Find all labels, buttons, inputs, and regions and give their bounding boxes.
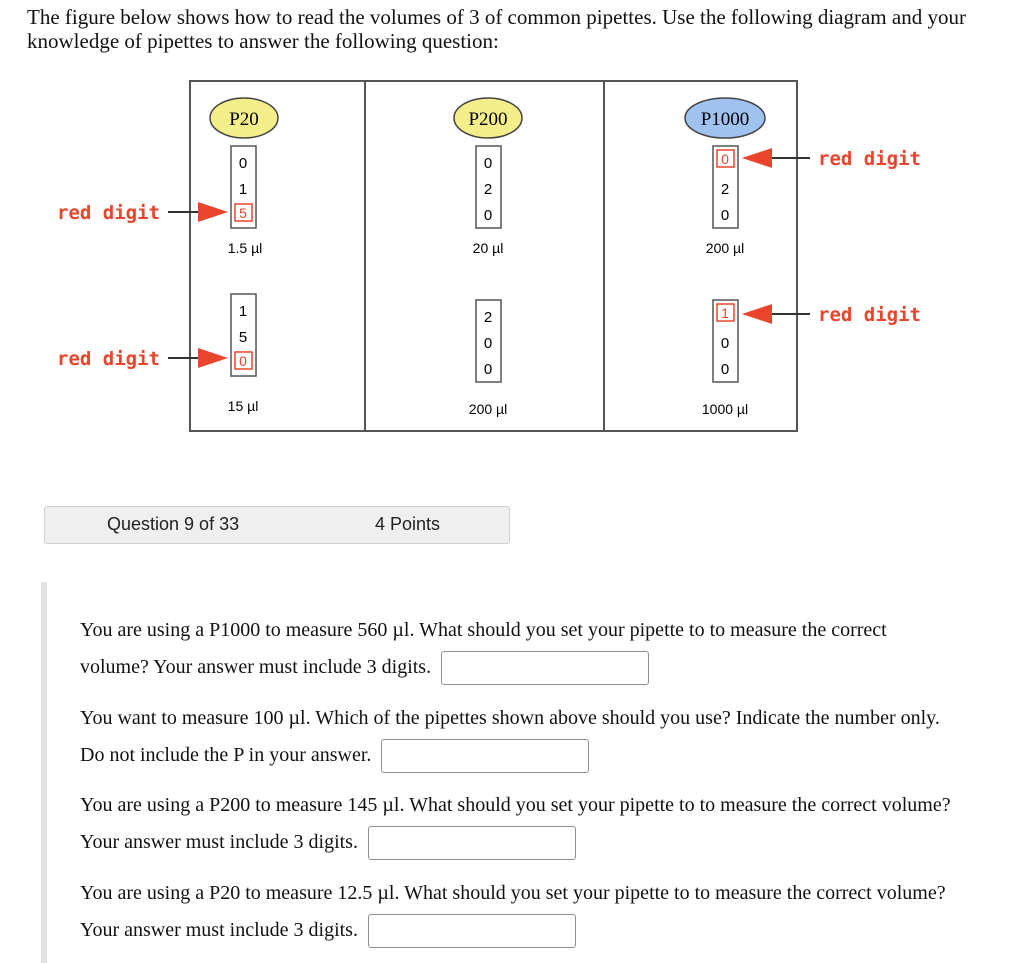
p1000-top-digit-3: 0 — [721, 207, 729, 224]
question-3-answer-input[interactable] — [367, 826, 576, 861]
question-4-answer-input[interactable] — [367, 914, 576, 949]
pipette-p20: P20 0 1 5 1.5 µl 1 5 0 15 µl — [209, 97, 279, 414]
p20-top-volume: 1.5 µl — [228, 240, 263, 256]
p1000-badge — [684, 97, 766, 139]
question-2-answer-input[interactable] — [381, 739, 590, 774]
p1000-bottom-digit-1: 1 — [721, 305, 729, 321]
p20-bottom-digit-2: 5 — [239, 329, 247, 346]
question-4-text: You are using a P20 to measure 12.5 µl. … — [80, 882, 946, 941]
p200-bottom-digit-1: 2 — [484, 309, 492, 326]
p20-badge — [209, 97, 279, 139]
red-digit-label-1: red digit — [57, 202, 160, 224]
question-header-bar: Question 9 of 33 4 Points — [44, 506, 510, 544]
question-1: You are using a P1000 to measure 560 µl.… — [80, 612, 960, 686]
question-points: 4 Points — [375, 514, 441, 534]
arrow-left-icon — [742, 148, 772, 168]
p1000-top-digit-1: 0 — [721, 151, 729, 167]
p200-top-digit-1: 0 — [484, 155, 492, 172]
p20-label: P20 — [229, 109, 259, 130]
pipette-p1000: P1000 0 2 0 200 µl 1 0 0 1000 µl — [684, 97, 766, 417]
p1000-label: P1000 — [701, 109, 750, 130]
p1000-top-volume: 200 µl — [706, 240, 744, 256]
question-2-text: You want to measure 100 µl. Which of the… — [80, 707, 940, 766]
p200-bottom-volume: 200 µl — [469, 401, 507, 417]
question-1-answer-input[interactable] — [441, 651, 650, 686]
arrow-right-icon — [198, 202, 228, 222]
question-number: Question 9 of 33 — [107, 514, 240, 534]
red-digit-label-3: red digit — [818, 148, 921, 170]
pipette-figure: P20 0 1 5 1.5 µl 1 5 0 15 µl P200 0 2 0 … — [0, 0, 1024, 480]
p20-bottom-volume: 15 µl — [228, 398, 259, 414]
p200-top-volume: 20 µl — [473, 240, 504, 256]
red-digit-annotation-4: red digit — [742, 304, 921, 326]
red-digit-annotation-3: red digit — [742, 148, 921, 170]
p20-top-digit-3: 5 — [239, 205, 247, 221]
p20-top-digit-1: 0 — [239, 155, 247, 172]
p1000-top-digit-2: 2 — [721, 181, 729, 198]
p20-bottom-digit-1: 1 — [239, 303, 247, 320]
red-digit-annotation-2: red digit — [57, 348, 228, 370]
red-digit-annotation-1: red digit — [57, 202, 228, 224]
question-3: You are using a P200 to measure 145 µl. … — [80, 787, 960, 861]
p200-top-digit-2: 2 — [484, 181, 492, 198]
question-1-text: You are using a P1000 to measure 560 µl.… — [80, 619, 887, 678]
question-3-text: You are using a P200 to measure 145 µl. … — [80, 794, 951, 853]
p200-bottom-digit-2: 0 — [484, 335, 492, 352]
red-digit-label-4: red digit — [818, 304, 921, 326]
p1000-bottom-digit-2: 0 — [721, 335, 729, 352]
p200-top-digit-3: 0 — [484, 207, 492, 224]
p200-bottom-digit-3: 0 — [484, 361, 492, 378]
pipette-p200: P200 0 2 0 20 µl 2 0 0 200 µl — [453, 97, 523, 417]
arrow-left-icon — [742, 304, 772, 324]
p200-badge — [453, 97, 523, 139]
question-2: You want to measure 100 µl. Which of the… — [80, 700, 960, 774]
p20-top-digit-2: 1 — [239, 181, 247, 198]
p20-bottom-digit-3: 0 — [239, 353, 247, 369]
question-body — [41, 582, 1024, 963]
p200-label: P200 — [468, 109, 507, 130]
p1000-bottom-digit-3: 0 — [721, 361, 729, 378]
arrow-right-icon — [198, 348, 228, 368]
red-digit-label-2: red digit — [57, 348, 160, 370]
intro-text: The figure below shows how to read the v… — [27, 5, 966, 53]
question-4: You are using a P20 to measure 12.5 µl. … — [80, 875, 960, 949]
p1000-bottom-volume: 1000 µl — [702, 401, 748, 417]
